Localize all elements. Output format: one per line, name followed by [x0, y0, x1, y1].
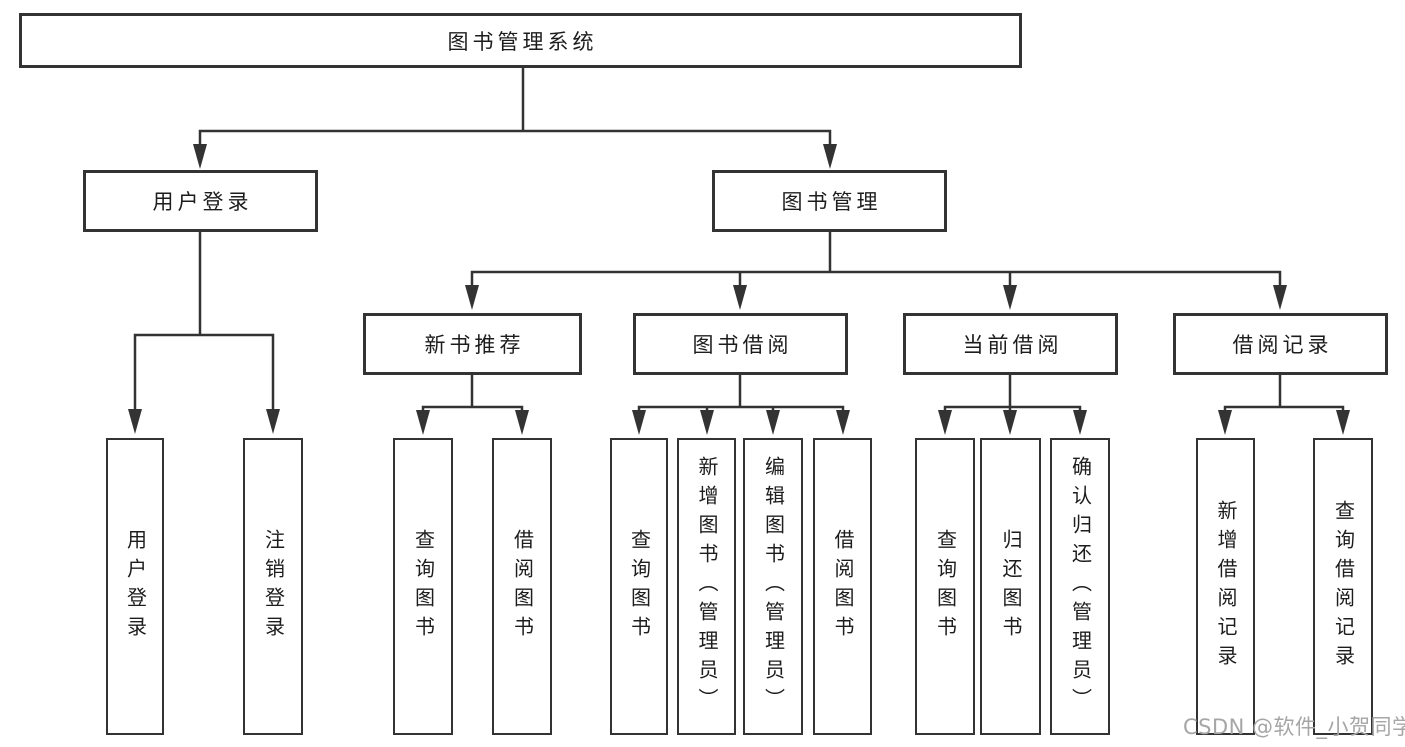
csdn-watermark: CSDN @软件_小贺同学	[1183, 715, 1405, 739]
node-library-management-system: 图书管理系统	[19, 13, 1022, 68]
leaf-query-books-recommend: 查询图书	[393, 438, 453, 735]
leaf-user-login: 用户登录	[106, 438, 164, 735]
leaf-query-books-current: 查询图书	[915, 438, 975, 735]
leaf-confirm-return-admin: 确认归还（管理员）	[1050, 438, 1110, 735]
leaf-label: 查询图书	[933, 528, 958, 645]
leaf-label: 查询图书	[411, 528, 436, 645]
leaf-logout: 注销登录	[243, 438, 303, 735]
leaf-return-books: 归还图书	[980, 438, 1041, 735]
node-borrowing-records: 借阅记录	[1173, 313, 1388, 375]
leaf-label: 新增图书（管理员）	[695, 456, 719, 717]
node-book-borrowing: 图书借阅	[633, 313, 848, 375]
node-new-book-recommend: 新书推荐	[363, 313, 582, 375]
leaf-label: 编辑图书（管理员）	[761, 456, 786, 717]
node-book-management: 图书管理	[712, 170, 947, 232]
leaf-edit-book-admin: 编辑图书（管理员）	[743, 438, 803, 735]
leaf-label: 新增借阅记录	[1214, 499, 1238, 674]
leaf-label: 借阅图书	[510, 528, 535, 645]
leaf-label: 归还图书	[999, 528, 1023, 645]
leaf-borrow-books-recommend: 借阅图书	[492, 438, 552, 735]
leaf-label: 查询图书	[627, 528, 652, 645]
leaf-add-borrow-record: 新增借阅记录	[1196, 438, 1255, 735]
leaf-label: 确认归还（管理员）	[1068, 456, 1093, 717]
node-user-login: 用户登录	[83, 170, 318, 232]
leaf-query-borrow-record: 查询借阅记录	[1313, 438, 1373, 735]
leaf-label: 借阅图书	[831, 528, 855, 645]
leaf-query-books-borrow: 查询图书	[610, 438, 668, 735]
leaf-label: 注销登录	[261, 528, 286, 645]
leaf-label: 用户登录	[123, 528, 148, 645]
arrowheads	[128, 144, 1350, 435]
leaf-borrow-books: 借阅图书	[813, 438, 872, 735]
leaf-label: 查询借阅记录	[1331, 499, 1356, 674]
leaf-add-book-admin: 新增图书（管理员）	[677, 438, 736, 735]
node-current-borrowing: 当前借阅	[903, 313, 1118, 375]
